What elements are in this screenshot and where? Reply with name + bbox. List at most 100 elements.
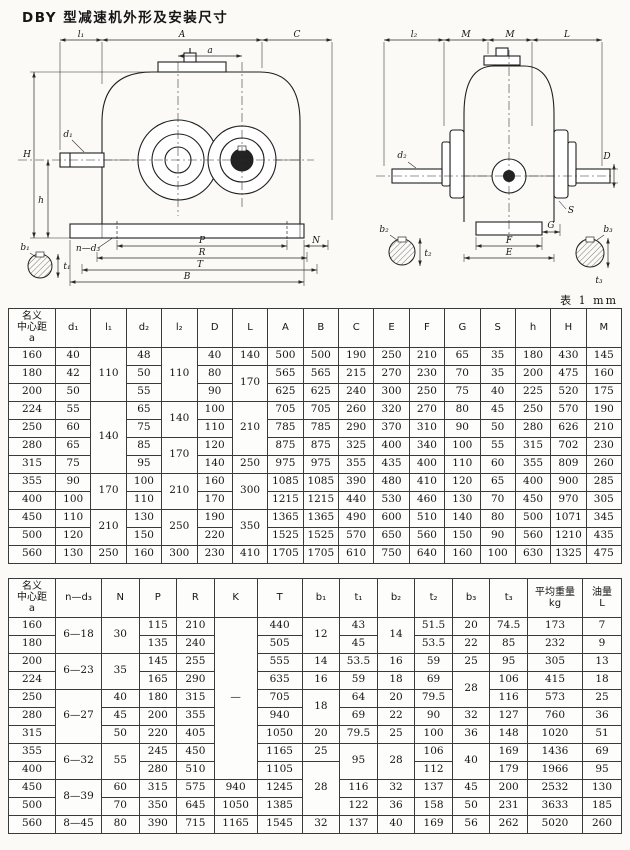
- cell: 35: [101, 652, 140, 690]
- dim-label-B: B: [183, 272, 191, 282]
- cell: 1325: [550, 544, 587, 564]
- cell: 6—18: [55, 616, 102, 654]
- cell: 500: [514, 508, 552, 528]
- dim-label-d2: d₂: [397, 151, 407, 161]
- cell: 224: [8, 670, 56, 690]
- cell: 1215: [302, 490, 340, 510]
- cell: 200: [138, 706, 178, 726]
- column-header: F: [408, 308, 446, 348]
- column-header: N: [101, 578, 140, 618]
- cell: 51: [582, 724, 622, 744]
- cell: 760: [527, 706, 583, 726]
- cell: 55: [101, 742, 140, 780]
- dim-label-b1: b₁: [20, 243, 29, 253]
- dim-label-S: S: [568, 206, 574, 216]
- cell: 410: [408, 472, 446, 492]
- cell: 28: [451, 670, 491, 708]
- column-header: R: [176, 578, 215, 618]
- cell: 180: [8, 634, 56, 654]
- cell: 260: [337, 400, 375, 420]
- keyway-notch: [35, 251, 45, 258]
- dim-label-T: T: [197, 260, 204, 270]
- cell: 345: [585, 508, 623, 528]
- cell: 560: [514, 526, 552, 546]
- cell: 405: [176, 724, 215, 744]
- cell: 110: [125, 490, 163, 510]
- dim-label-n-d3: n—d₃: [76, 244, 101, 254]
- cell: 158: [414, 796, 453, 816]
- gearbox-front-geometry: [59, 48, 305, 241]
- dim-label-N: N: [311, 236, 321, 246]
- cell: 1215: [267, 490, 304, 510]
- cell: 80: [101, 814, 140, 834]
- cell: 1050: [256, 724, 303, 744]
- cell: 555: [256, 652, 303, 672]
- cell: 200: [489, 778, 528, 798]
- cell: 50: [479, 418, 516, 438]
- cell: 210: [585, 418, 623, 438]
- cell: 400: [8, 760, 56, 780]
- cell: 25: [376, 724, 416, 744]
- cell: 137: [339, 814, 378, 834]
- table-unit-note: 表 1 mm: [560, 294, 618, 307]
- cell: 169: [489, 742, 528, 762]
- cell: 32: [376, 778, 416, 798]
- cell: 255: [176, 652, 215, 672]
- cell: 250: [8, 688, 56, 708]
- cell: 210: [231, 400, 269, 456]
- dim-label-F: F: [505, 236, 513, 246]
- cell: 180: [514, 346, 552, 366]
- cell: 56: [451, 814, 491, 834]
- cell: 250: [514, 400, 552, 420]
- cell: 475: [585, 544, 623, 564]
- column-header: P: [138, 578, 178, 618]
- cell: 1385: [256, 796, 303, 816]
- cell: 150: [444, 526, 481, 546]
- cell: 173: [527, 616, 583, 636]
- cell: 530: [373, 490, 410, 510]
- cell: 170: [196, 490, 233, 510]
- dimension-lines: [32, 38, 332, 284]
- cell: 900: [550, 472, 587, 492]
- cell: 59: [414, 652, 453, 672]
- cell: 100: [414, 724, 453, 744]
- cell: 13: [582, 652, 622, 672]
- extension-lines: [29, 42, 333, 286]
- dim-label-b2: b₂: [379, 225, 389, 235]
- cell: 290: [176, 670, 215, 690]
- cell: 36: [451, 724, 491, 744]
- cell: 565: [302, 364, 340, 384]
- cell: 18: [582, 670, 622, 690]
- column-header: L: [231, 308, 269, 348]
- dim-label-E: E: [505, 248, 513, 258]
- cell: 106: [414, 742, 453, 762]
- dim-label-M: M: [460, 30, 471, 40]
- cell: 1050: [213, 796, 258, 816]
- cell: 1071: [550, 508, 587, 528]
- column-header: K: [213, 578, 258, 618]
- cell: 240: [337, 382, 375, 402]
- cell: 450: [514, 490, 552, 510]
- cell: 230: [196, 544, 233, 564]
- dim-label-d1: d₁: [63, 130, 72, 140]
- bearing-flange-right: [553, 129, 569, 199]
- cell: 520: [550, 382, 587, 402]
- cell: 43: [339, 616, 378, 636]
- cell: 32: [301, 814, 341, 834]
- cell: 95: [339, 742, 378, 780]
- cell: 50: [125, 364, 163, 384]
- cell: 1365: [302, 508, 340, 528]
- cell: 145: [138, 652, 178, 672]
- cell: 148: [489, 724, 528, 744]
- cell: 400: [8, 490, 56, 510]
- cell: 22: [376, 706, 416, 726]
- cell: 570: [550, 400, 587, 420]
- cell: 645: [176, 796, 215, 816]
- cell: 250: [161, 508, 198, 546]
- cell: 1020: [527, 724, 583, 744]
